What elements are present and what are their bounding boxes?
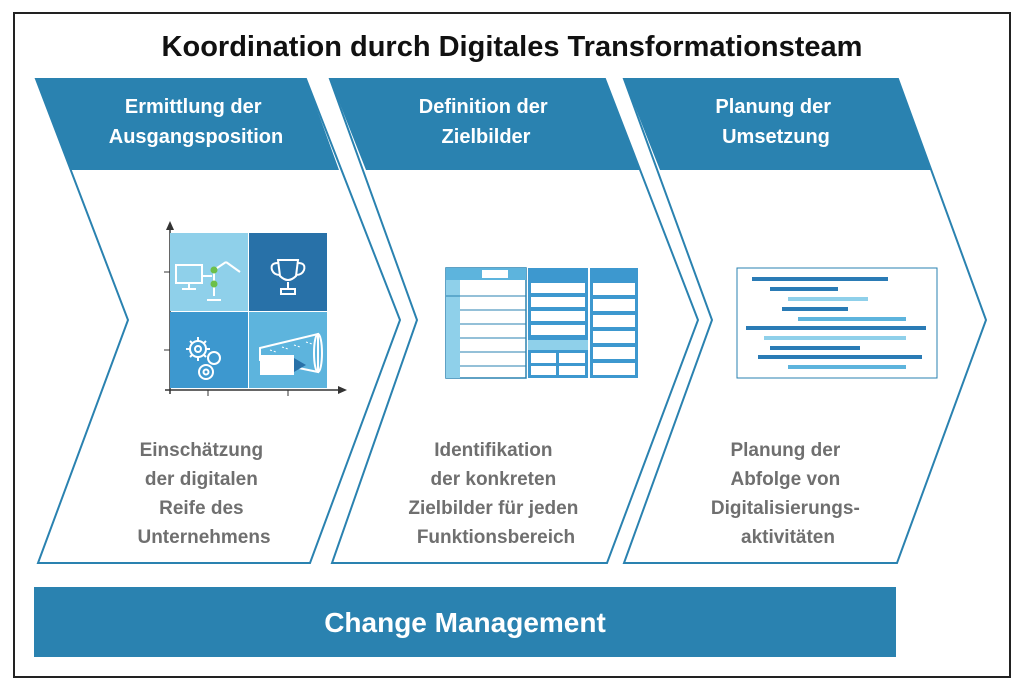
matrix-cell-top-right bbox=[249, 233, 327, 311]
phase-3-heading: Planung der Umsetzung bbox=[715, 96, 836, 148]
target-table-icon bbox=[445, 267, 638, 379]
matrix-x-arrow bbox=[338, 386, 347, 394]
phase-1-heading-line-1: Ermittlung der bbox=[125, 96, 262, 118]
phase-2-description-line-3: Zielbilder für jeden bbox=[408, 498, 578, 519]
robot-arm-icon bbox=[175, 261, 241, 301]
robot-joint bbox=[210, 266, 218, 274]
phase-2-heading: Definition der Zielbilder bbox=[419, 96, 553, 148]
phase-2-header-band bbox=[330, 79, 640, 170]
phase-2: Definition der Zielbilder bbox=[328, 78, 700, 564]
gears-icon bbox=[186, 337, 221, 380]
phase-2-description-line-4: Funktionsbereich bbox=[417, 527, 575, 548]
phase-3-description-line-3: Digitalisierungs- bbox=[711, 498, 860, 519]
phase-3-description-line-1: Planung der bbox=[730, 440, 840, 461]
change-management-label: Change Management bbox=[324, 607, 606, 638]
trophy-icon bbox=[270, 259, 306, 295]
robot-joint bbox=[210, 280, 218, 288]
phase-3-heading-line-1: Planung der bbox=[715, 96, 831, 118]
phase-2-description-line-2: der konkreten bbox=[431, 469, 557, 490]
phase-1-description-line-2: der digitalen bbox=[145, 469, 258, 490]
phase-2-heading-line-1: Definition der bbox=[419, 96, 548, 118]
matrix-cell-top-left bbox=[170, 233, 248, 311]
phase-3-header-band bbox=[624, 79, 932, 170]
phase-1-heading-line-2: Ausgangsposition bbox=[109, 126, 283, 148]
phase-3-description-line-2: Abfolge von bbox=[730, 469, 840, 490]
phase-1-heading: Ermittlung der Ausgangsposition bbox=[109, 96, 283, 148]
phase-1-description: Einschätzung der digitalen Reife des Unt… bbox=[137, 440, 270, 548]
phase-3-description-line-4: aktivitäten bbox=[741, 527, 835, 548]
roadmap-bars-icon bbox=[736, 267, 938, 379]
phase-1-description-line-1: Einschätzung bbox=[140, 440, 264, 461]
projection-icon bbox=[259, 332, 323, 375]
phase-3-description: Planung der Abfolge von Digitalisierungs… bbox=[711, 440, 865, 548]
diagram-title: Koordination durch Digitales Transformat… bbox=[162, 31, 863, 63]
phase-3-heading-line-2: Umsetzung bbox=[722, 126, 830, 148]
phase-1: Ermittlung der Ausgangsposition bbox=[34, 78, 402, 564]
matrix-y-arrow bbox=[166, 221, 174, 230]
change-management-bar bbox=[34, 587, 896, 657]
maturity-matrix-icon bbox=[164, 221, 347, 396]
phase-2-description: Identifikation der konkreten Zielbilder … bbox=[408, 440, 583, 548]
phase-2-heading-line-2: Zielbilder bbox=[442, 126, 531, 148]
phase-1-description-line-3: Reife des bbox=[159, 498, 243, 519]
phase-1-header-band bbox=[36, 79, 339, 170]
play-arrow-icon bbox=[294, 358, 306, 372]
phase-1-description-line-4: Unternehmens bbox=[137, 527, 270, 548]
phase-2-description-line-1: Identifikation bbox=[434, 440, 552, 461]
phase-3: Planung der Umsetzung Planung der Abfolg… bbox=[622, 78, 988, 564]
